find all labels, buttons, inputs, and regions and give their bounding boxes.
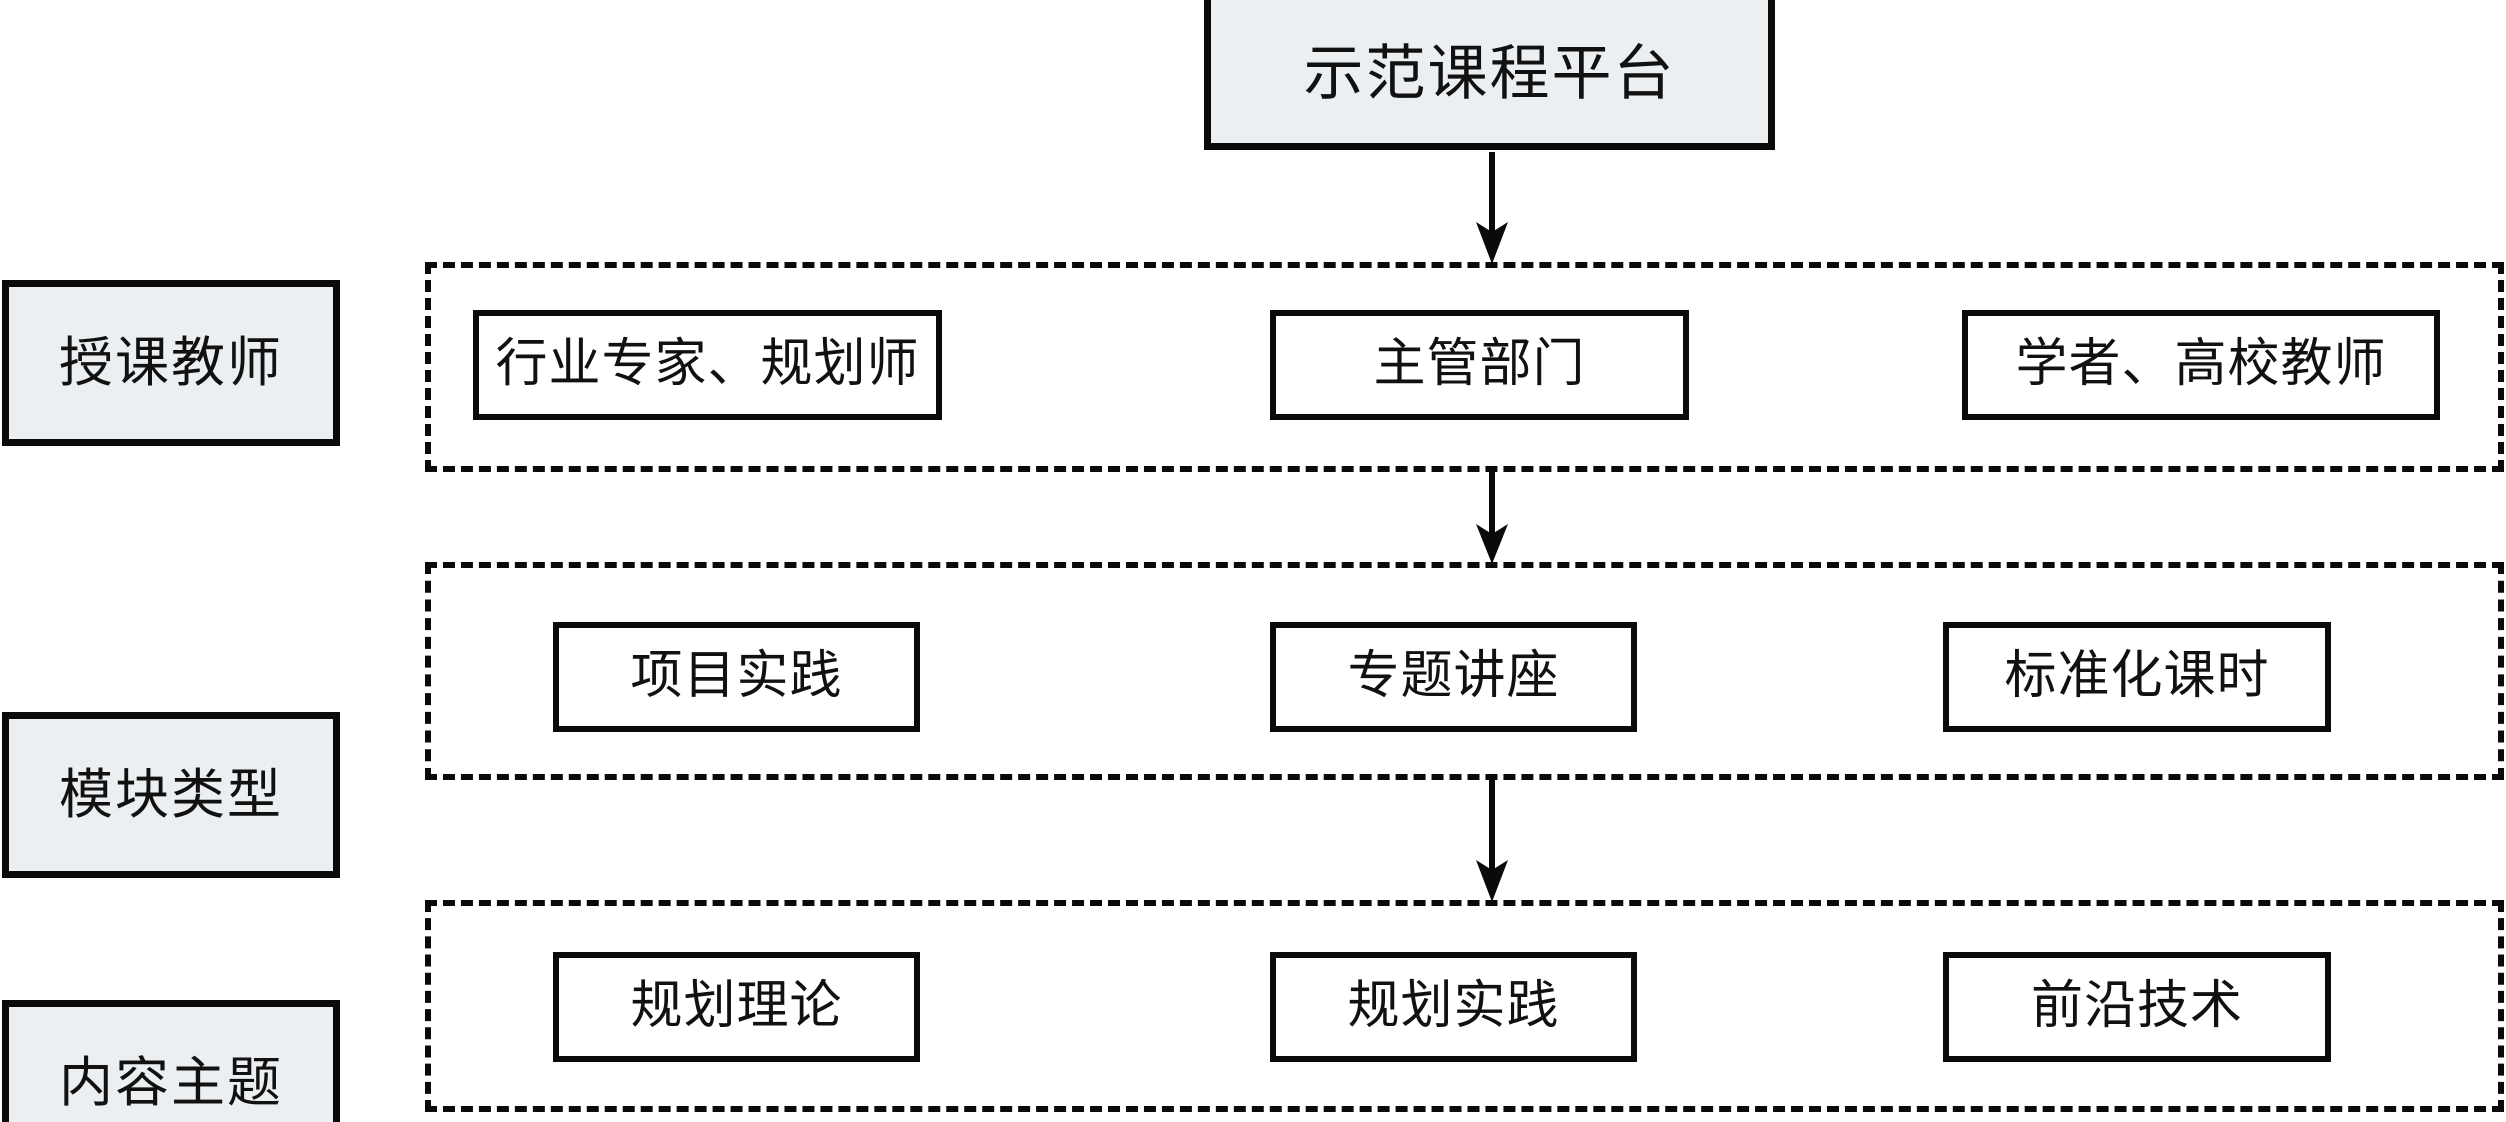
category-label-text: 内容主题 <box>59 1053 283 1113</box>
category-label-teaching-faculty[interactable]: 授课教师 <box>2 280 340 446</box>
arrow-row2-to-row3 <box>1472 778 1512 902</box>
item-label: 规划理论 <box>630 978 843 1035</box>
item-label: 专题讲座 <box>1347 648 1560 705</box>
item-box-row2-col0[interactable]: 项目实践 <box>553 622 920 732</box>
root-node-label: 示范课程平台 <box>1303 41 1676 107</box>
item-box-row1-col2[interactable]: 学者、高校教师 <box>1962 310 2440 420</box>
category-label-text: 授课教师 <box>59 333 283 393</box>
item-box-row3-col0[interactable]: 规划理论 <box>553 952 920 1062</box>
item-label: 项目实践 <box>630 648 843 705</box>
item-box-row1-col1[interactable]: 主管部门 <box>1270 310 1689 420</box>
arrow-root-to-row1 <box>1472 152 1512 264</box>
item-label: 行业专家、规划师 <box>495 336 920 393</box>
item-box-row1-col0[interactable]: 行业专家、规划师 <box>473 310 942 420</box>
item-box-row3-col2[interactable]: 前沿技术 <box>1943 952 2331 1062</box>
item-box-row2-col2[interactable]: 标准化课时 <box>1943 622 2331 732</box>
category-label-content-theme[interactable]: 内容主题 <box>2 1000 340 1122</box>
item-box-row2-col1[interactable]: 专题讲座 <box>1270 622 1637 732</box>
item-label: 规划实践 <box>1347 978 1560 1035</box>
root-node-platform[interactable]: 示范课程平台 <box>1204 0 1775 150</box>
category-label-module-type[interactable]: 模块类型 <box>2 712 340 878</box>
item-label: 学者、高校教师 <box>2015 336 2387 393</box>
category-label-text: 模块类型 <box>59 765 283 825</box>
item-label: 标准化课时 <box>2004 648 2270 705</box>
item-label: 前沿技术 <box>2030 978 2243 1035</box>
group-container-row1 <box>425 262 2504 472</box>
group-container-row2 <box>425 562 2504 780</box>
item-box-row3-col1[interactable]: 规划实践 <box>1270 952 1637 1062</box>
item-label: 主管部门 <box>1373 336 1586 393</box>
arrow-row1-to-row2 <box>1472 470 1512 564</box>
group-container-row3 <box>425 900 2504 1112</box>
